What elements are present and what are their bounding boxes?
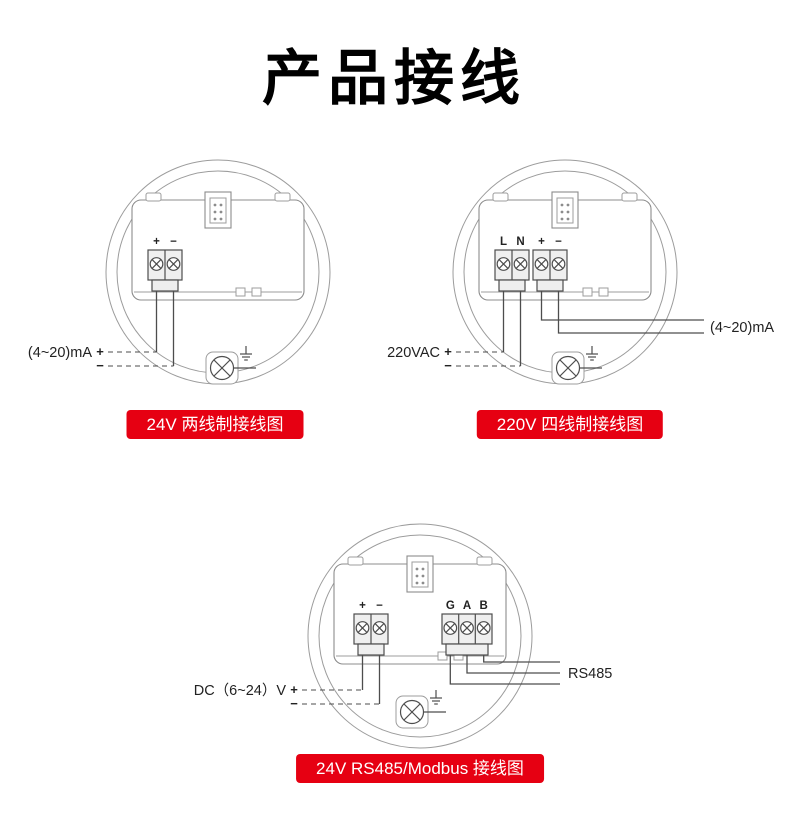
terminal-mark-a: A (463, 600, 471, 612)
wire-sign-minus: − (444, 358, 452, 373)
wire-sign-plus: + (444, 344, 452, 359)
terminal-mark-plus: + (153, 236, 160, 248)
wires (302, 655, 560, 705)
terminal-mark-b: B (480, 600, 488, 612)
wires (456, 291, 704, 367)
terminal-block-signal (532, 249, 568, 292)
terminal-block-rs485 (441, 613, 493, 656)
diagram-24v-rs485-modbus: + − G A B DC（6~24）V + − RS485 (194, 523, 612, 749)
caption-24v-two-wire: 24V 两线制接线图 (126, 410, 304, 439)
wires (108, 291, 175, 367)
terminal-mark-minus: − (555, 236, 562, 248)
terminal-mark-plus: + (359, 600, 366, 612)
terminal-mark-plus: + (538, 236, 545, 248)
terminal-mark-l: L (500, 236, 507, 248)
caption-220v-four-wire: 220V 四线制接线图 (476, 410, 664, 439)
terminal-mark-n: N (516, 236, 524, 248)
device-housing (105, 159, 331, 385)
diagram-220v-four-wire: L N + − 220VAC + − (4~20)mA (387, 159, 774, 385)
terminal-block (147, 249, 183, 292)
page-title: 产品接线 (262, 45, 526, 112)
terminal-mark-g: G (446, 600, 455, 612)
ground-screw-icon (395, 689, 447, 729)
terminal-block-power (353, 613, 389, 656)
ground-screw-icon (205, 345, 257, 385)
wire-label-dc-supply: DC（6~24）V (194, 682, 287, 699)
wire-sign-plus: + (290, 682, 298, 697)
terminal-block-power (494, 249, 530, 292)
wire-label-220vac: 220VAC (387, 345, 440, 361)
wire-label-4-20ma: (4~20)mA (710, 320, 774, 336)
wire-sign-minus: − (96, 358, 104, 373)
ground-screw-icon (551, 345, 603, 385)
diagram-24v-two-wire: + − (4~20)mA + − (28, 159, 331, 385)
terminal-mark-minus: − (170, 236, 177, 248)
wire-sign-minus: − (290, 696, 298, 711)
wire-label-rs485: RS485 (568, 666, 612, 682)
wire-sign-plus: + (96, 344, 104, 359)
wire-label-4-20ma: (4~20)mA (28, 345, 92, 361)
terminal-mark-minus: − (376, 600, 383, 612)
caption-24v-rs485-modbus: 24V RS485/Modbus 接线图 (296, 754, 544, 783)
